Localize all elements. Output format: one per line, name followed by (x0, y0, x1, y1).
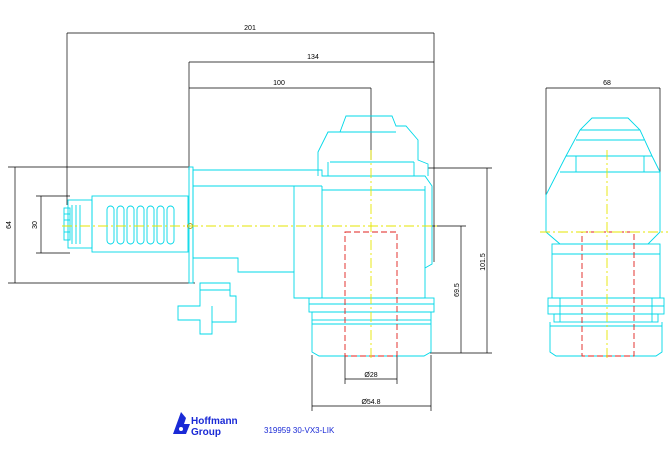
dim-d28-label: Ø28 (364, 372, 377, 379)
dim-68-label: 68 (603, 80, 611, 87)
side-view (545, 117, 665, 357)
company-logo: Hoffmann Group (173, 412, 238, 438)
dimension-lines (8, 32, 661, 411)
logo-line2: Group (191, 427, 221, 438)
dim-d54-8-label: Ø54.8 (361, 399, 380, 406)
dim-69-5-label: 69.5 (454, 283, 461, 297)
dim-30-label: 30 (32, 221, 39, 229)
front-centerlines (62, 150, 440, 360)
dim-134-label: 134 (307, 54, 319, 61)
logo-mark-icon (173, 412, 190, 434)
dim-64-label: 64 (6, 221, 13, 229)
logo-line1: Hoffmann (191, 416, 238, 427)
dim-100-label: 100 (273, 80, 285, 87)
dim-201-label: 201 (244, 25, 256, 32)
part-code: 319959 30-VX3-LIK (264, 426, 335, 435)
side-hidden-lines (581, 231, 635, 357)
dim-101-5-label: 101.5 (480, 253, 487, 271)
bellows (106, 205, 175, 245)
side-centerlines (540, 150, 668, 360)
logo-dot-icon (179, 427, 183, 431)
front-view (63, 115, 435, 357)
